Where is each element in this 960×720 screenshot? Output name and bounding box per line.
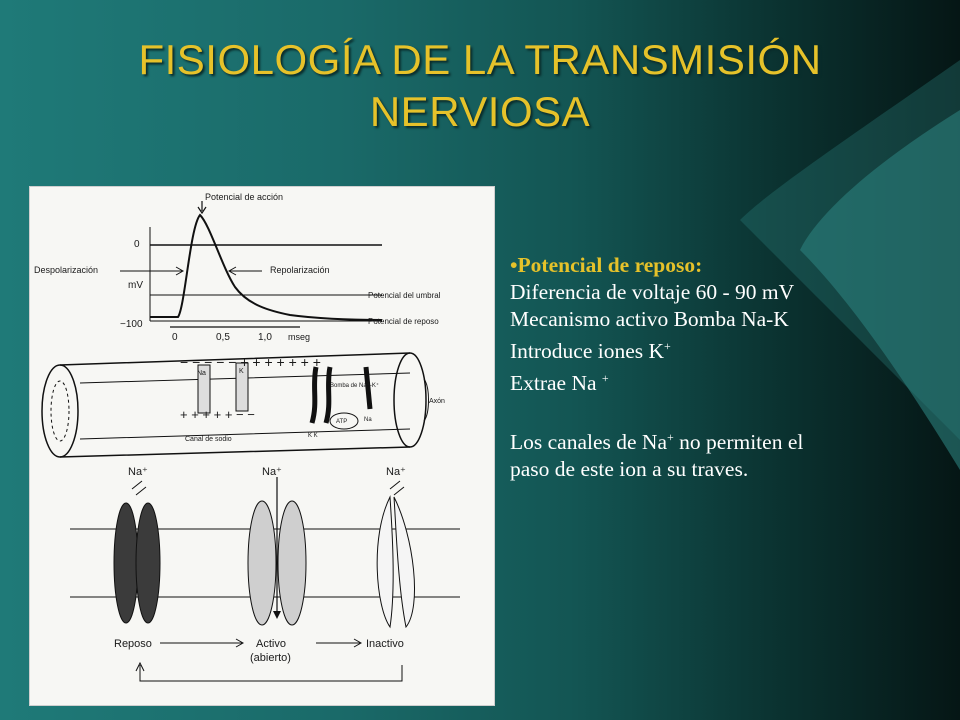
state-abierto: (abierto) (250, 652, 291, 664)
bullet-marker: • (510, 253, 518, 277)
state-activo: Activo (256, 638, 286, 650)
state-inactivo: Inactivo (366, 638, 404, 650)
extrae-sup: + (601, 371, 609, 385)
paragraph-line-1: Los canales de Na+ no permiten el (510, 424, 950, 456)
graph-x-tick-2: 1,0 (258, 332, 272, 343)
axon-canal-label: Canal de sodio (185, 436, 232, 443)
introduce-text: Introduce iones K (510, 339, 665, 363)
graph-x-tick-1: 0,5 (216, 332, 230, 343)
paragraph-line-2: paso de este ion a su traves. (510, 457, 749, 481)
bullet-line-extrae: Extrae Na + (510, 365, 950, 397)
axon-na2-label: Na (364, 417, 372, 423)
sodium-channel-states: Na⁺ Na⁺ Na⁺ Reposo Activo (abierto) Inac… (70, 466, 460, 682)
para-sup: + (667, 430, 674, 444)
graph-label-repol: Repolarización (270, 265, 330, 275)
paragraph-spacer (510, 397, 950, 424)
svg-text:− − − − − + + + + + + +: − − − − − + + + + + + + (180, 354, 321, 370)
introduce-sup: + (664, 339, 671, 353)
bullet-line-introduce: Introduce iones K+ (510, 333, 950, 365)
graph-x-tick-0: 0 (172, 332, 178, 343)
extrae-text: Extrae Na (510, 371, 602, 395)
axon-k-label: K (239, 368, 244, 375)
axon-label: Axón (429, 398, 445, 405)
axon-na-label: Na (197, 370, 206, 377)
graph-y-zero: 0 (134, 239, 140, 250)
nerve-physiology-figure: Potencial de acción Despolarización Repo… (29, 186, 495, 706)
graph-label-despol: Despolarización (34, 265, 98, 275)
text-content: •Potencial de reposo: Diferencia de volt… (510, 252, 950, 483)
para-pre: Los canales de Na (510, 430, 667, 454)
axon-bomba-label: Bomba de Na⁺-K⁺ (330, 382, 379, 389)
graph-y-mv: mV (128, 280, 143, 291)
bullet-line-voltage: Diferencia de voltaje 60 - 90 mV (510, 280, 795, 304)
graph-x-unit: mseg (288, 332, 310, 342)
bullet-heading-text: Potencial de reposo: (517, 253, 703, 277)
ion-label-inactivo: Na⁺ (386, 466, 406, 478)
action-potential-graph: Potencial de acción Despolarización Repo… (34, 192, 441, 343)
figure-drawing: Potencial de acción Despolarización Repo… (34, 192, 460, 682)
para-post: no permiten el (673, 430, 804, 454)
ion-label-reposo: Na⁺ (128, 466, 148, 478)
graph-label-umbral: Potencial del umbral (368, 291, 441, 300)
ion-label-activo: Na⁺ (262, 466, 282, 478)
state-reposo: Reposo (114, 638, 152, 650)
title-line-1: FISIOLOGÍA DE LA TRANSMISIÓN (138, 36, 822, 83)
axon-atp-label: ATP (336, 419, 347, 425)
slide-title: FISIOLOGÍA DE LA TRANSMISIÓN NERVIOSA (40, 34, 920, 138)
bullet-line-mechanism: Mecanismo activo Bomba Na-K (510, 307, 789, 331)
axon-kk-label: K K (308, 433, 318, 439)
bullet-heading: •Potencial de reposo: (510, 252, 950, 279)
title-line-2: NERVIOSA (369, 88, 591, 135)
graph-label-reposo: Potencial de reposo (368, 317, 439, 326)
axon-diagram: − − − − − + + + + + + + + + + + + − − Ax… (41, 352, 445, 458)
svg-text:+ + + + + − −: + + + + + − − (180, 407, 255, 422)
graph-y-min: −100 (120, 319, 143, 330)
graph-label-top: Potencial de acción (205, 192, 283, 202)
